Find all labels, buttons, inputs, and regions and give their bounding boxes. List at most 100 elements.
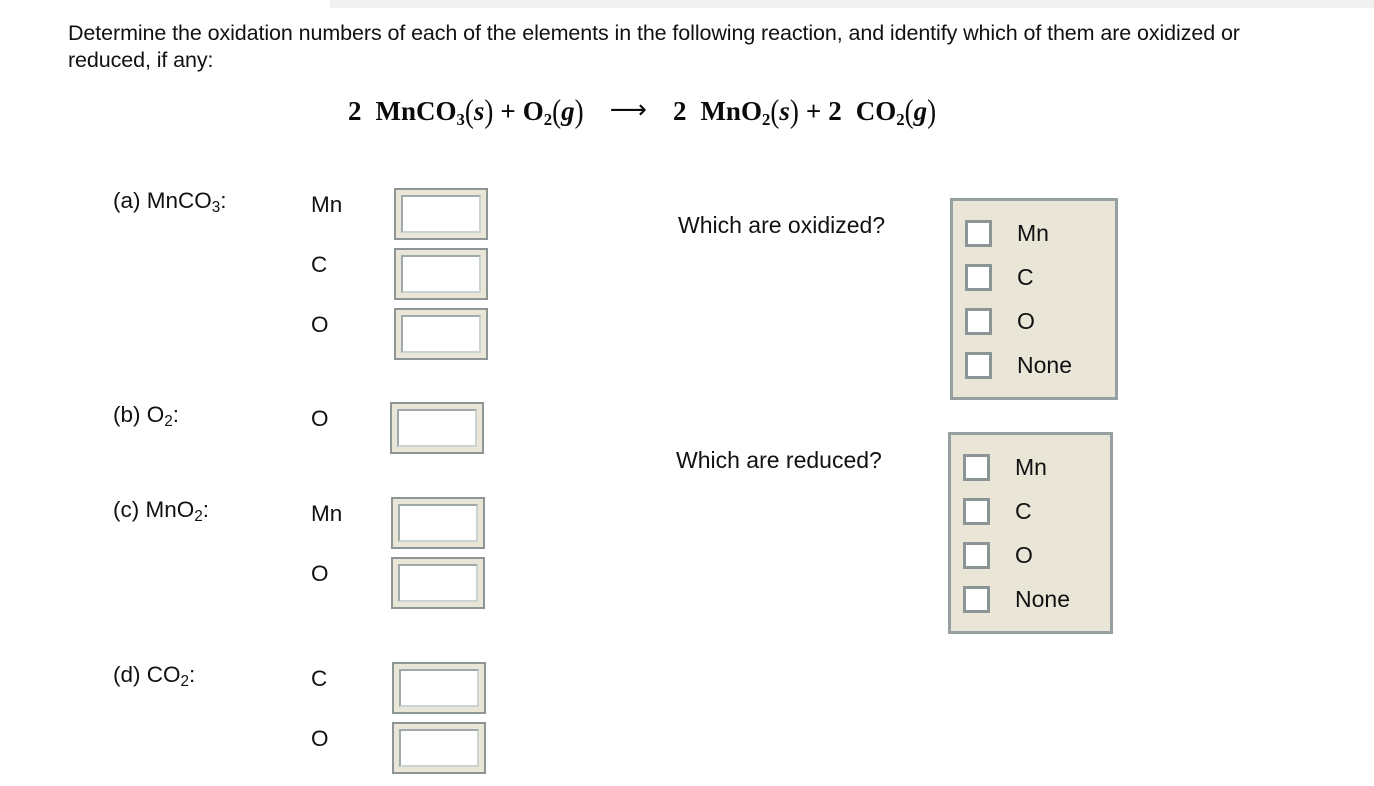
- reactant1-state-close-paren: ): [484, 92, 494, 130]
- input-interior[interactable]: [399, 669, 479, 707]
- input-interior[interactable]: [397, 409, 477, 447]
- oxidation-number-input-d-c[interactable]: [392, 662, 486, 714]
- plus-sign-2: +: [805, 96, 822, 126]
- checkbox-oxidized-mn[interactable]: [965, 219, 992, 247]
- group-label-b-prefix: (b) O: [113, 402, 165, 427]
- oxidation-number-input-a-c[interactable]: [394, 248, 488, 300]
- input-interior[interactable]: [401, 255, 481, 293]
- choice-panel-reduced: Mn C O None: [948, 432, 1113, 634]
- oxidation-number-input-c-mn[interactable]: [391, 497, 485, 549]
- group-label-b-subscript: 2: [164, 413, 173, 431]
- oxidation-number-input-c-o[interactable]: [391, 557, 485, 609]
- input-interior[interactable]: [401, 195, 481, 233]
- group-label-b-suffix: :: [172, 402, 180, 427]
- checkbox-reduced-none[interactable]: [963, 585, 990, 613]
- question-prompt: Determine the oxidation numbers of each …: [68, 21, 1240, 72]
- element-name: C: [311, 666, 328, 691]
- reactant1-state-open-paren: (: [464, 92, 474, 130]
- plus-sign-1: +: [500, 96, 516, 126]
- product2-state-open-paren: (: [904, 92, 914, 130]
- product1-state-open-paren: (: [770, 92, 780, 130]
- product2-subscript: 2: [896, 109, 905, 129]
- group-label-c-prefix: (c) MnO: [113, 497, 195, 522]
- product2-coefficient: 2: [828, 96, 842, 126]
- group-label-b: (b) O2:: [113, 402, 180, 431]
- choice-panel-oxidized: Mn C O None: [950, 198, 1118, 400]
- product1-subscript: 2: [761, 109, 771, 129]
- oxidation-number-input-a-mn[interactable]: [394, 188, 488, 240]
- choice-label: C: [1017, 263, 1034, 290]
- oxidation-number-input-a-o[interactable]: [394, 308, 488, 360]
- choice-label: O: [1017, 307, 1035, 334]
- checkbox-reduced-mn[interactable]: [963, 453, 990, 481]
- oxidation-number-input-d-o[interactable]: [392, 722, 486, 774]
- reaction-arrow-icon: ⟶: [609, 95, 647, 125]
- reactant2-state: g: [561, 96, 575, 126]
- group-label-a: (a) MnCO3:: [113, 188, 227, 217]
- top-chrome-strip: [330, 0, 1374, 8]
- element-name: C: [311, 252, 328, 277]
- choice-row-oxidized-none[interactable]: None: [965, 343, 1101, 387]
- reactant2-formula-base: O: [522, 96, 544, 126]
- reactant2-formula: O2: [522, 96, 553, 129]
- input-interior[interactable]: [398, 504, 478, 542]
- reactant1-state: s: [473, 96, 485, 126]
- group-label-a-subscript: 3: [211, 199, 221, 217]
- input-interior[interactable]: [401, 315, 481, 353]
- checkbox-oxidized-none[interactable]: [965, 351, 992, 379]
- choice-label: Mn: [1017, 219, 1049, 246]
- product2-formula: CO2: [855, 96, 905, 129]
- choice-row-reduced-mn[interactable]: Mn: [963, 445, 1096, 489]
- choice-row-oxidized-o[interactable]: O: [965, 299, 1101, 343]
- question-label-oxidized: Which are oxidized?: [678, 212, 886, 238]
- element-name: O: [311, 312, 329, 337]
- product1-formula-base: MnO: [700, 96, 762, 126]
- checkbox-reduced-c[interactable]: [963, 497, 990, 525]
- choice-label: None: [1017, 351, 1072, 378]
- group-label-d-subscript: 2: [180, 673, 190, 691]
- element-name: O: [311, 561, 329, 586]
- input-interior[interactable]: [398, 564, 478, 602]
- choice-row-reduced-o[interactable]: O: [963, 533, 1096, 577]
- choice-row-oxidized-mn[interactable]: Mn: [965, 211, 1101, 255]
- group-label-d-prefix: (d) CO: [113, 662, 181, 687]
- reactant2-subscript: 2: [543, 109, 553, 129]
- checkbox-reduced-o[interactable]: [963, 541, 990, 569]
- reactant1-formula-base: MnCO: [375, 96, 457, 126]
- group-label-d: (d) CO2:: [113, 662, 196, 691]
- element-name: O: [311, 726, 329, 751]
- product1-state-close-paren: ): [789, 92, 799, 130]
- input-interior[interactable]: [399, 729, 479, 767]
- choice-label: Mn: [1015, 453, 1047, 480]
- choice-label: None: [1015, 585, 1070, 612]
- reactant1-subscript: 3: [456, 109, 465, 129]
- checkbox-oxidized-c[interactable]: [965, 263, 992, 291]
- choice-label: O: [1015, 541, 1033, 568]
- product2-state: g: [913, 96, 928, 126]
- group-label-a-suffix: :: [220, 188, 227, 213]
- choice-row-reduced-c[interactable]: C: [963, 489, 1096, 533]
- choice-row-oxidized-c[interactable]: C: [965, 255, 1101, 299]
- product1-coefficient: 2: [672, 96, 687, 126]
- element-name: Mn: [311, 192, 343, 217]
- choice-row-reduced-none[interactable]: None: [963, 577, 1096, 621]
- product2-formula-base: CO: [855, 96, 897, 126]
- reactant1-formula: MnCO3: [375, 96, 465, 129]
- oxidation-number-input-b-o[interactable]: [390, 402, 484, 454]
- group-label-c-suffix: :: [202, 497, 210, 522]
- product1-state: s: [779, 96, 790, 126]
- reactant2-state-close-paren: ): [574, 92, 584, 130]
- reactant2-state-open-paren: (: [552, 92, 562, 130]
- element-name: Mn: [311, 501, 343, 526]
- checkbox-oxidized-o[interactable]: [965, 307, 992, 335]
- reactant1-coefficient: 2: [348, 96, 362, 126]
- choice-label: C: [1015, 497, 1032, 524]
- question-label-reduced: Which are reduced?: [676, 447, 882, 473]
- group-label-c: (c) MnO2:: [113, 497, 210, 526]
- group-label-a-prefix: (a) MnCO: [113, 188, 212, 213]
- group-label-d-suffix: :: [189, 662, 196, 687]
- element-name: O: [311, 406, 329, 431]
- group-label-c-subscript: 2: [194, 508, 203, 526]
- product2-state-close-paren: ): [927, 92, 937, 130]
